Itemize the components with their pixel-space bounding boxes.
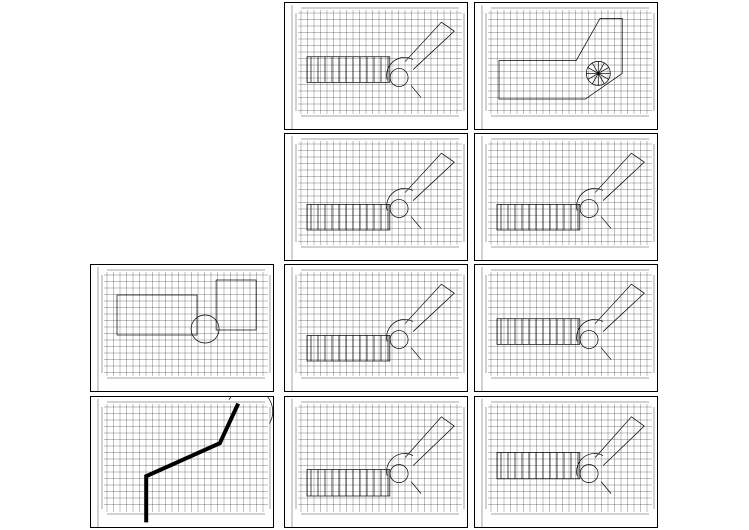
podium-outline (116, 294, 198, 336)
main-wing (306, 469, 391, 497)
plan-linework (481, 5, 655, 129)
main-wing (496, 204, 581, 231)
section-cut-line (410, 85, 422, 98)
section-cut-line (410, 481, 422, 494)
building-outline (144, 397, 274, 523)
rotunda (579, 464, 599, 483)
floor-plan-typical-rooms (481, 267, 655, 391)
drawing-sheet-7[interactable] (474, 264, 658, 392)
drawing-sheet-3[interactable] (284, 133, 468, 261)
drawing-sheet-4[interactable] (474, 133, 658, 261)
angled-wing (594, 283, 645, 332)
axis-grid (298, 141, 462, 245)
building-outline (496, 283, 645, 360)
rotunda (389, 330, 409, 349)
building-outline (306, 152, 455, 231)
axis-grid (488, 272, 652, 376)
floor-plan-upper-level (481, 136, 655, 260)
plan-linework (481, 267, 655, 391)
section-cut-line (600, 216, 612, 229)
plan-linework (291, 267, 465, 391)
axis-grid (488, 404, 652, 512)
main-wing (306, 56, 391, 83)
section-cut-line (600, 347, 612, 360)
plan-linework (291, 5, 465, 129)
main-wing (496, 452, 581, 480)
angled-wing (594, 152, 645, 201)
angled-wing (404, 416, 455, 466)
rotunda (579, 330, 599, 349)
floor-plan-landscape (291, 399, 465, 527)
rotunda (389, 68, 409, 87)
site-plan (97, 267, 271, 391)
building-outline (116, 279, 257, 344)
drawing-sheet-10[interactable] (474, 396, 658, 528)
axis-grid (488, 141, 652, 245)
tower-outline (215, 279, 257, 331)
plan-linework (291, 399, 465, 527)
drawing-sheet-8[interactable] (90, 396, 274, 528)
section-cut-line (600, 481, 612, 494)
plan-linework (97, 397, 274, 527)
axis-grid (298, 404, 462, 512)
building-outline (306, 283, 455, 362)
curved-corridor (576, 453, 604, 476)
roof-outline (498, 18, 623, 100)
axis-grid (104, 272, 268, 376)
axis-grid (104, 404, 268, 512)
section-cut-line (410, 216, 422, 229)
plan-linework (97, 267, 271, 391)
main-wing (306, 204, 391, 231)
angled-wing (404, 283, 455, 332)
drawing-sheet-9[interactable] (284, 396, 468, 528)
drawing-sheet-2[interactable] (474, 2, 658, 130)
wing-block (144, 402, 241, 523)
rotunda (389, 464, 409, 483)
floor-plan-typical-rooms-2 (481, 399, 655, 527)
floor-plan-ground-level (291, 267, 465, 391)
floor-plan-public-areas (291, 136, 465, 260)
angled-wing (404, 21, 455, 70)
plan-linework (481, 399, 655, 527)
roof-plan (481, 5, 655, 129)
building-outline (498, 18, 623, 100)
axis-grid (488, 10, 652, 114)
angled-wing (404, 152, 455, 201)
drawing-sheet-1[interactable] (284, 2, 468, 130)
plan-linework (291, 136, 465, 260)
building-outline (496, 152, 645, 231)
curved-corridor (386, 453, 414, 476)
building-outline (306, 416, 455, 497)
rotunda (389, 199, 409, 218)
drawing-sheet-5[interactable] (90, 264, 274, 392)
floor-plan-guest-rooms-curved (291, 5, 465, 129)
main-wing (306, 335, 391, 362)
axis-grid (298, 10, 462, 114)
plan-linework (481, 136, 655, 260)
angled-wing (594, 416, 645, 466)
building-outline (496, 416, 645, 494)
rotunda (579, 199, 599, 218)
section-cut-line (410, 347, 422, 360)
axis-grid (298, 272, 462, 376)
curved-canopy (228, 397, 274, 424)
floor-plan-rotated-wing (97, 397, 274, 527)
drawing-sheet-6[interactable] (284, 264, 468, 392)
building-outline (306, 21, 455, 98)
main-wing (496, 318, 581, 345)
rotunda (190, 314, 220, 344)
